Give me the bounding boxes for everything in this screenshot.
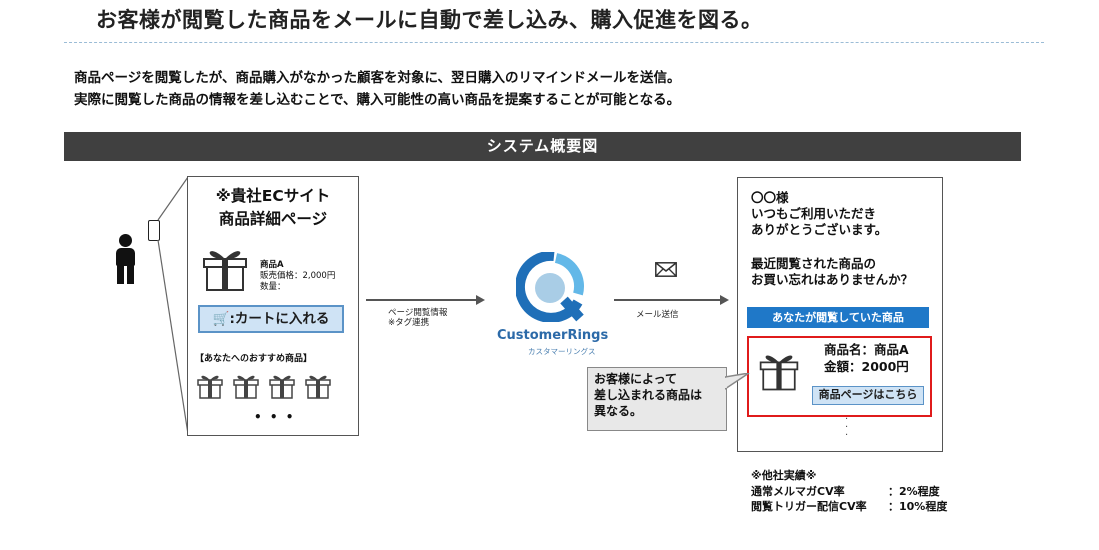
description-line-1: 商品ページを閲覧したが、商品購入がなかった顧客を対象に、翌日購入のリマインドメー… — [74, 70, 681, 86]
results-normal-mail-value: ：2%程度 — [888, 485, 940, 498]
add-to-cart-label: :カートに入れる — [229, 311, 330, 327]
site-title-line-2: 商品詳細ページ — [218, 210, 328, 228]
product-page-button[interactable]: 商品ページはこちら — [812, 386, 924, 405]
callout-text: お客様によって 差し込まれる商品は 異なる。 — [594, 371, 702, 419]
more-dots: • • • — [254, 410, 296, 424]
mail-greeting-name: 〇〇様 — [751, 190, 789, 205]
results-normal-mail-label: 通常メルマガCV率 — [751, 485, 845, 498]
customer-rings-logo — [516, 252, 585, 322]
arrow1-label-line-1: ページ閲覧情報 — [388, 308, 448, 318]
callout-line-2: 差し込まれる商品は — [594, 388, 703, 402]
arrow-page-view — [366, 299, 478, 301]
smartphone-icon — [148, 220, 160, 241]
cart-icon: 🛒 — [212, 311, 230, 327]
mail-continuation-dots: ··· — [845, 414, 849, 441]
customer-rings-kana: カスタマーリングス — [528, 347, 596, 356]
mail-greeting-line-2: いつもご利用いただき — [751, 206, 877, 221]
arrow-mail-send — [614, 299, 722, 301]
gift-box-icon — [757, 351, 801, 393]
recommended-products — [197, 375, 331, 399]
site-title-line-1: ※貴社ECサイト — [215, 187, 331, 205]
callout-bubble — [587, 367, 727, 431]
arrow2-label: メール送信 — [636, 310, 679, 320]
gift-box-icon — [233, 375, 259, 399]
gift-box-icon — [197, 375, 223, 399]
page-title: お客様が閲覧した商品をメールに自動で差し込み、購入促進を図る。 — [96, 8, 763, 32]
gift-box-icon — [305, 375, 331, 399]
callout-pointer — [725, 373, 750, 390]
results-trigger-mail-label: 閲覧トリガー配信CV率 — [751, 500, 867, 513]
results-heading: ※他社実績※ — [751, 469, 817, 482]
title-divider — [64, 42, 1044, 43]
add-to-cart-button[interactable]: 🛒:カートに入れる — [198, 305, 344, 333]
system-overview-banner: システム概要図 — [64, 132, 1021, 161]
viewed-product-heading-button[interactable]: あなたが閲覧していた商品 — [747, 307, 929, 328]
arrow1-label-line-2: ※タグ連携 — [388, 318, 430, 328]
mail-body-line-2: お買い忘れはありませんか？ — [751, 272, 914, 287]
mail-product-amount: 金額：2000円 — [824, 359, 909, 374]
callout-line-1: お客様によって — [594, 372, 678, 386]
mail-greeting-line-3: ありがとうございます。 — [751, 222, 888, 237]
recommend-label: 【あなたへのおすすめ商品】 — [195, 354, 313, 364]
description-line-2: 実際に閲覧した商品の情報を差し込むことで、購入可能性の高い商品を提案することが可… — [74, 92, 681, 108]
inserted-product-highlight — [747, 336, 932, 417]
product-quantity: 数量： — [260, 282, 286, 292]
callout-line-3: 異なる。 — [594, 404, 643, 418]
customer-rings-name: CustomerRings — [497, 328, 609, 343]
arrow-head — [476, 295, 485, 305]
product-name: 商品A — [260, 260, 284, 270]
envelope-icon — [655, 262, 677, 277]
gift-box-icon — [200, 246, 250, 294]
results-trigger-mail-value: ：10%程度 — [888, 500, 948, 513]
gift-box-icon — [269, 375, 295, 399]
mail-body-line-1: 最近閲覧された商品の — [751, 256, 877, 271]
zoom-lines — [157, 176, 189, 435]
mail-product-name: 商品名：商品A — [824, 342, 909, 357]
arrow-head — [720, 295, 729, 305]
product-price: 販売価格：2,000円 — [260, 271, 336, 281]
